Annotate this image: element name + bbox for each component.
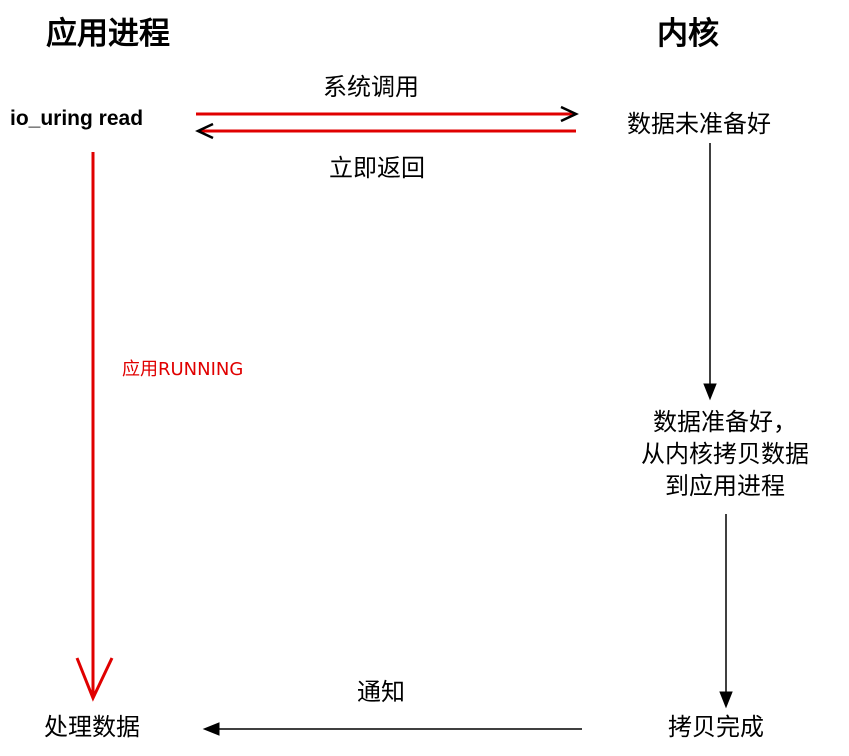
notify-arrow [202,722,582,736]
app-running-arrow [75,152,114,702]
syscall-label: 系统调用 [323,73,419,101]
kernel-heading: 内核 [657,16,719,52]
copy-done-label: 拷贝完成 [668,713,764,741]
notify-label: 通知 [357,678,405,706]
io-uring-read-label: io_uring read [10,107,144,130]
to-app-process-line: 到应用进程 [665,472,785,500]
return-immediately-label: 立即返回 [329,154,425,182]
kernel-wait-arrow [703,143,717,401]
process-data-label: 处理数据 [44,713,140,741]
syscall-arrow [196,105,579,123]
kernel-copy-arrow [719,514,733,709]
app-process-heading: 应用进程 [46,16,170,52]
data-ready-copy-block: 数据准备好， 从内核拷贝数据 到应用进程 [610,406,840,502]
return-arrow [195,122,576,140]
data-not-ready-label: 数据未准备好 [627,110,771,138]
data-ready-line: 数据准备好， [653,408,797,436]
app-running-label: 应用RUNNING [122,359,244,380]
copy-from-kernel-line: 从内核拷贝数据 [641,440,809,468]
